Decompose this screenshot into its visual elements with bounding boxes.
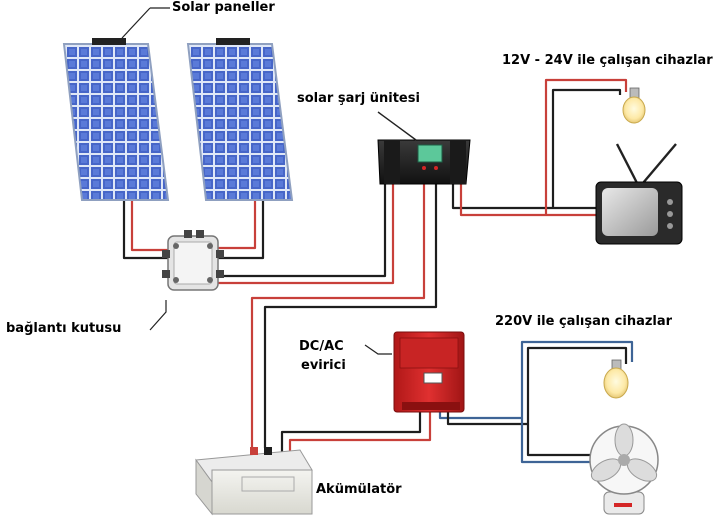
battery-icon — [195, 447, 313, 516]
ac-devices-label: 220V ile çalışan cihazlar — [495, 314, 673, 329]
junction-box-leader — [149, 300, 167, 331]
solar-panel-icon — [186, 38, 294, 201]
inverter-label-line2: evirici — [301, 358, 346, 373]
solar-panel-icon — [62, 38, 170, 201]
charge-controller-icon — [377, 139, 471, 185]
controller-to-tv-negative — [451, 183, 602, 210]
dc-bulb-negative — [551, 88, 622, 208]
panel2-negative-wire — [214, 200, 265, 260]
charge-unit-label: solar şarj ünitesi — [297, 91, 420, 106]
solar-panels-label: Solar paneller — [172, 0, 275, 15]
battery-to-inverter-positive — [288, 410, 432, 455]
ac-fan-dark — [526, 424, 598, 457]
controller-to-battery-negative — [263, 183, 438, 448]
jbox-to-controller-negative — [216, 183, 387, 278]
inverter-to-ac-blue — [438, 340, 634, 420]
light-bulb-icon — [603, 359, 629, 399]
charge-unit-leader — [377, 111, 417, 141]
panel1-negative-wire — [122, 200, 172, 260]
panel1-positive-wire — [130, 200, 172, 252]
wiring — [122, 78, 634, 464]
battery-to-inverter-negative — [280, 410, 422, 455]
inverter-icon — [393, 331, 465, 413]
solar-panels-leader — [121, 7, 151, 39]
dc-devices-label: 12V - 24V ile çalışan cihazlar — [502, 53, 713, 68]
inverter-label-line1: DC/AC — [299, 339, 344, 354]
inverter-leader — [364, 344, 392, 355]
dc-bulb-positive — [544, 78, 628, 215]
battery-label: Akümülatör — [316, 482, 402, 497]
panel2-positive-wire — [214, 200, 257, 250]
television-icon — [595, 143, 683, 245]
light-bulb-icon — [622, 87, 646, 124]
controller-to-battery-positive — [250, 183, 426, 448]
controller-to-tv-positive — [459, 183, 602, 217]
jbox-to-controller-positive — [216, 183, 395, 285]
junction-box-label: bağlantı kutusu — [6, 321, 122, 336]
fan-icon — [589, 423, 659, 515]
ac-fan-blue — [520, 418, 598, 464]
inverter-to-ac-dark — [446, 346, 628, 426]
junction-box-icon — [162, 230, 224, 291]
